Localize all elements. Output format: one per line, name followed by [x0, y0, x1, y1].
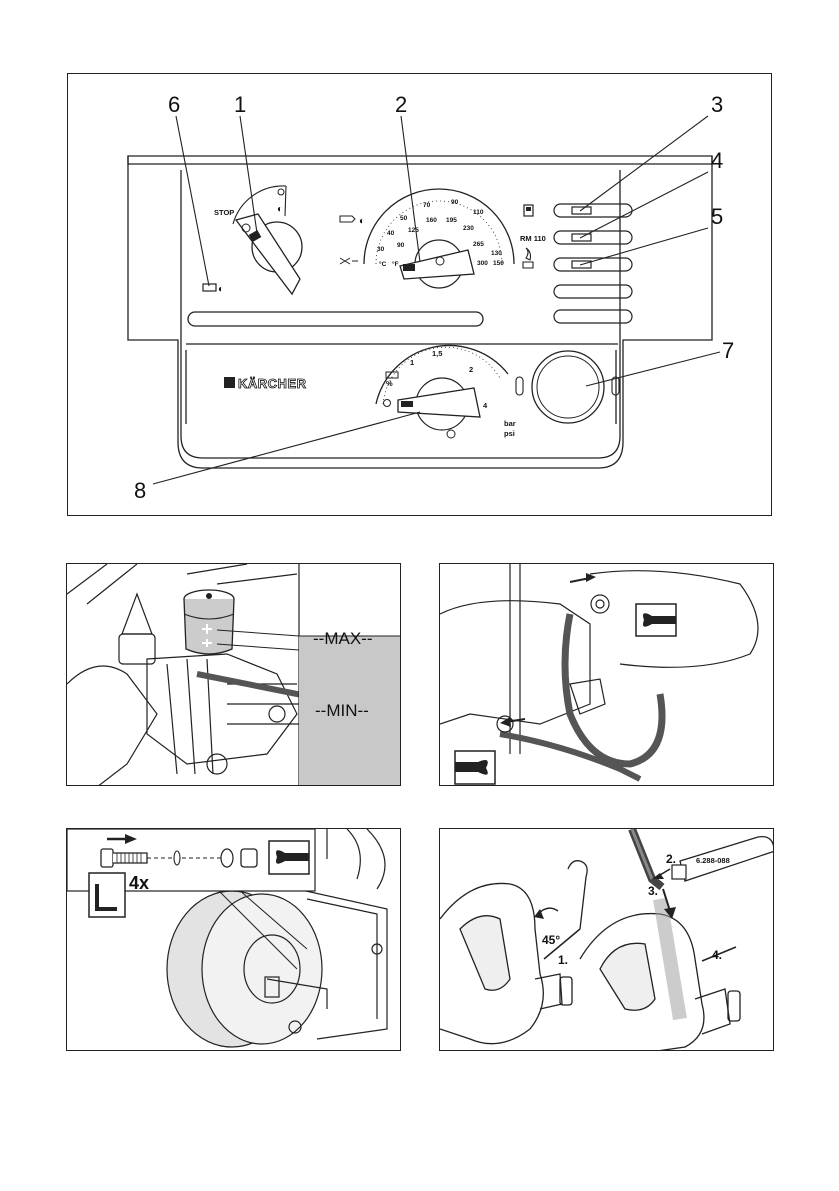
rm-label: RM 110	[520, 234, 546, 243]
trigger-gun-drawing: 45° 1. 6.288-088 2. 3. 4.	[440, 829, 773, 1050]
brand-logo: KÄRCHER	[224, 376, 307, 391]
figure-trigger-gun: 45° 1. 6.288-088 2. 3. 4.	[439, 828, 774, 1051]
burner-icon	[522, 247, 534, 269]
unit-bar: bar	[504, 419, 516, 428]
svg-text:1: 1	[234, 92, 246, 117]
step-4: 4.	[712, 948, 722, 962]
count-label: 4x	[129, 873, 149, 893]
burner-on-icon	[339, 215, 356, 223]
svg-text:150: 150	[493, 260, 504, 267]
min-label: --MIN--	[315, 701, 369, 720]
hose-connection-drawing	[440, 564, 759, 785]
burner-off-icon	[339, 257, 358, 265]
svg-text:4: 4	[483, 401, 488, 410]
leader-lines	[152, 115, 721, 485]
oil-level-drawing: --MAX-- --MIN--	[67, 564, 400, 785]
svg-text:40: 40	[387, 230, 395, 237]
svg-text:70: 70	[423, 202, 431, 209]
angle-label: 45°	[542, 933, 560, 947]
figure-control-panel: RM 110 STOP ◐ ◐ 30 40 50 70 90 110 130 1…	[67, 73, 772, 516]
part-number: 6.288-088	[696, 856, 730, 865]
svg-text:4: 4	[711, 148, 723, 173]
max-label: --MAX--	[313, 629, 372, 648]
oil-reservoir	[183, 589, 300, 655]
wrench-icon-top	[635, 603, 677, 637]
figure-hose-connection	[439, 563, 774, 786]
svg-text:1: 1	[410, 358, 414, 367]
detergent-icon	[385, 371, 399, 379]
step-2: 2.	[666, 852, 676, 866]
svg-text:°C: °C	[379, 260, 387, 268]
stop-label: STOP	[214, 208, 234, 217]
wrench-icon-bottom	[454, 750, 496, 785]
svg-text:195: 195	[446, 217, 457, 224]
oil-level-zone	[299, 636, 400, 785]
panel-housing	[127, 155, 713, 469]
step-3: 3.	[648, 884, 658, 898]
control-panel-drawing: RM 110 STOP ◐ ◐ 30 40 50 70 90 110 130 1…	[127, 92, 734, 503]
pressure-dial	[375, 344, 509, 439]
svg-text:300: 300	[477, 260, 488, 267]
screwdriver	[534, 860, 588, 960]
hose-reel-drawing: 4x	[67, 829, 388, 1048]
svg-text:KÄRCHER: KÄRCHER	[238, 376, 307, 391]
svg-text:30: 30	[377, 246, 385, 253]
burner-on-symbol: ◐	[359, 216, 365, 227]
svg-text:1,5: 1,5	[432, 349, 442, 358]
svg-text:5: 5	[711, 204, 723, 229]
bolt-assembly	[100, 848, 258, 868]
svg-text:90: 90	[397, 242, 405, 249]
wrench-icon	[268, 840, 310, 875]
grease-tube	[671, 836, 773, 882]
svg-text:230: 230	[463, 225, 474, 232]
lamp-symbol: ◐	[218, 284, 224, 295]
svg-text:125: 125	[408, 227, 419, 234]
allen-key-icon	[88, 872, 126, 918]
main-switch	[232, 185, 303, 296]
gun-right	[579, 897, 741, 1050]
svg-text:130: 130	[491, 250, 502, 257]
svg-text:°F: °F	[392, 260, 399, 268]
svg-text:%: %	[386, 379, 393, 388]
svg-text:2: 2	[395, 92, 407, 117]
svg-text:160: 160	[426, 217, 437, 224]
gun-left	[440, 882, 573, 1045]
svg-text:90: 90	[451, 199, 459, 206]
svg-text:265: 265	[473, 241, 484, 248]
svg-text:110: 110	[473, 209, 484, 216]
step-1: 1.	[558, 953, 568, 967]
pressure-scale: 1 1,5 2 4 %	[386, 349, 488, 410]
svg-text:3: 3	[711, 92, 723, 117]
figure-oil-level: --MAX-- --MIN--	[66, 563, 401, 786]
unit-psi: psi	[504, 429, 515, 438]
figure-hose-reel: 4x	[66, 828, 401, 1051]
callout-numbers: 1 2 3 4 5 6 7 8	[134, 92, 734, 503]
temp-scale: 30 40 50 70 90 110 130 150 90 125 160 19…	[377, 199, 504, 268]
svg-text:6: 6	[168, 92, 180, 117]
svg-text:8: 8	[134, 478, 146, 503]
svg-text:7: 7	[722, 338, 734, 363]
fuel-icon	[523, 204, 534, 217]
temperature-dial	[363, 188, 515, 289]
svg-text:50: 50	[400, 215, 408, 222]
svg-text:2: 2	[469, 365, 473, 374]
manometer	[515, 350, 620, 424]
power-symbol: ◐	[277, 204, 283, 215]
pin	[701, 946, 737, 962]
indicator-lamp	[202, 283, 217, 292]
